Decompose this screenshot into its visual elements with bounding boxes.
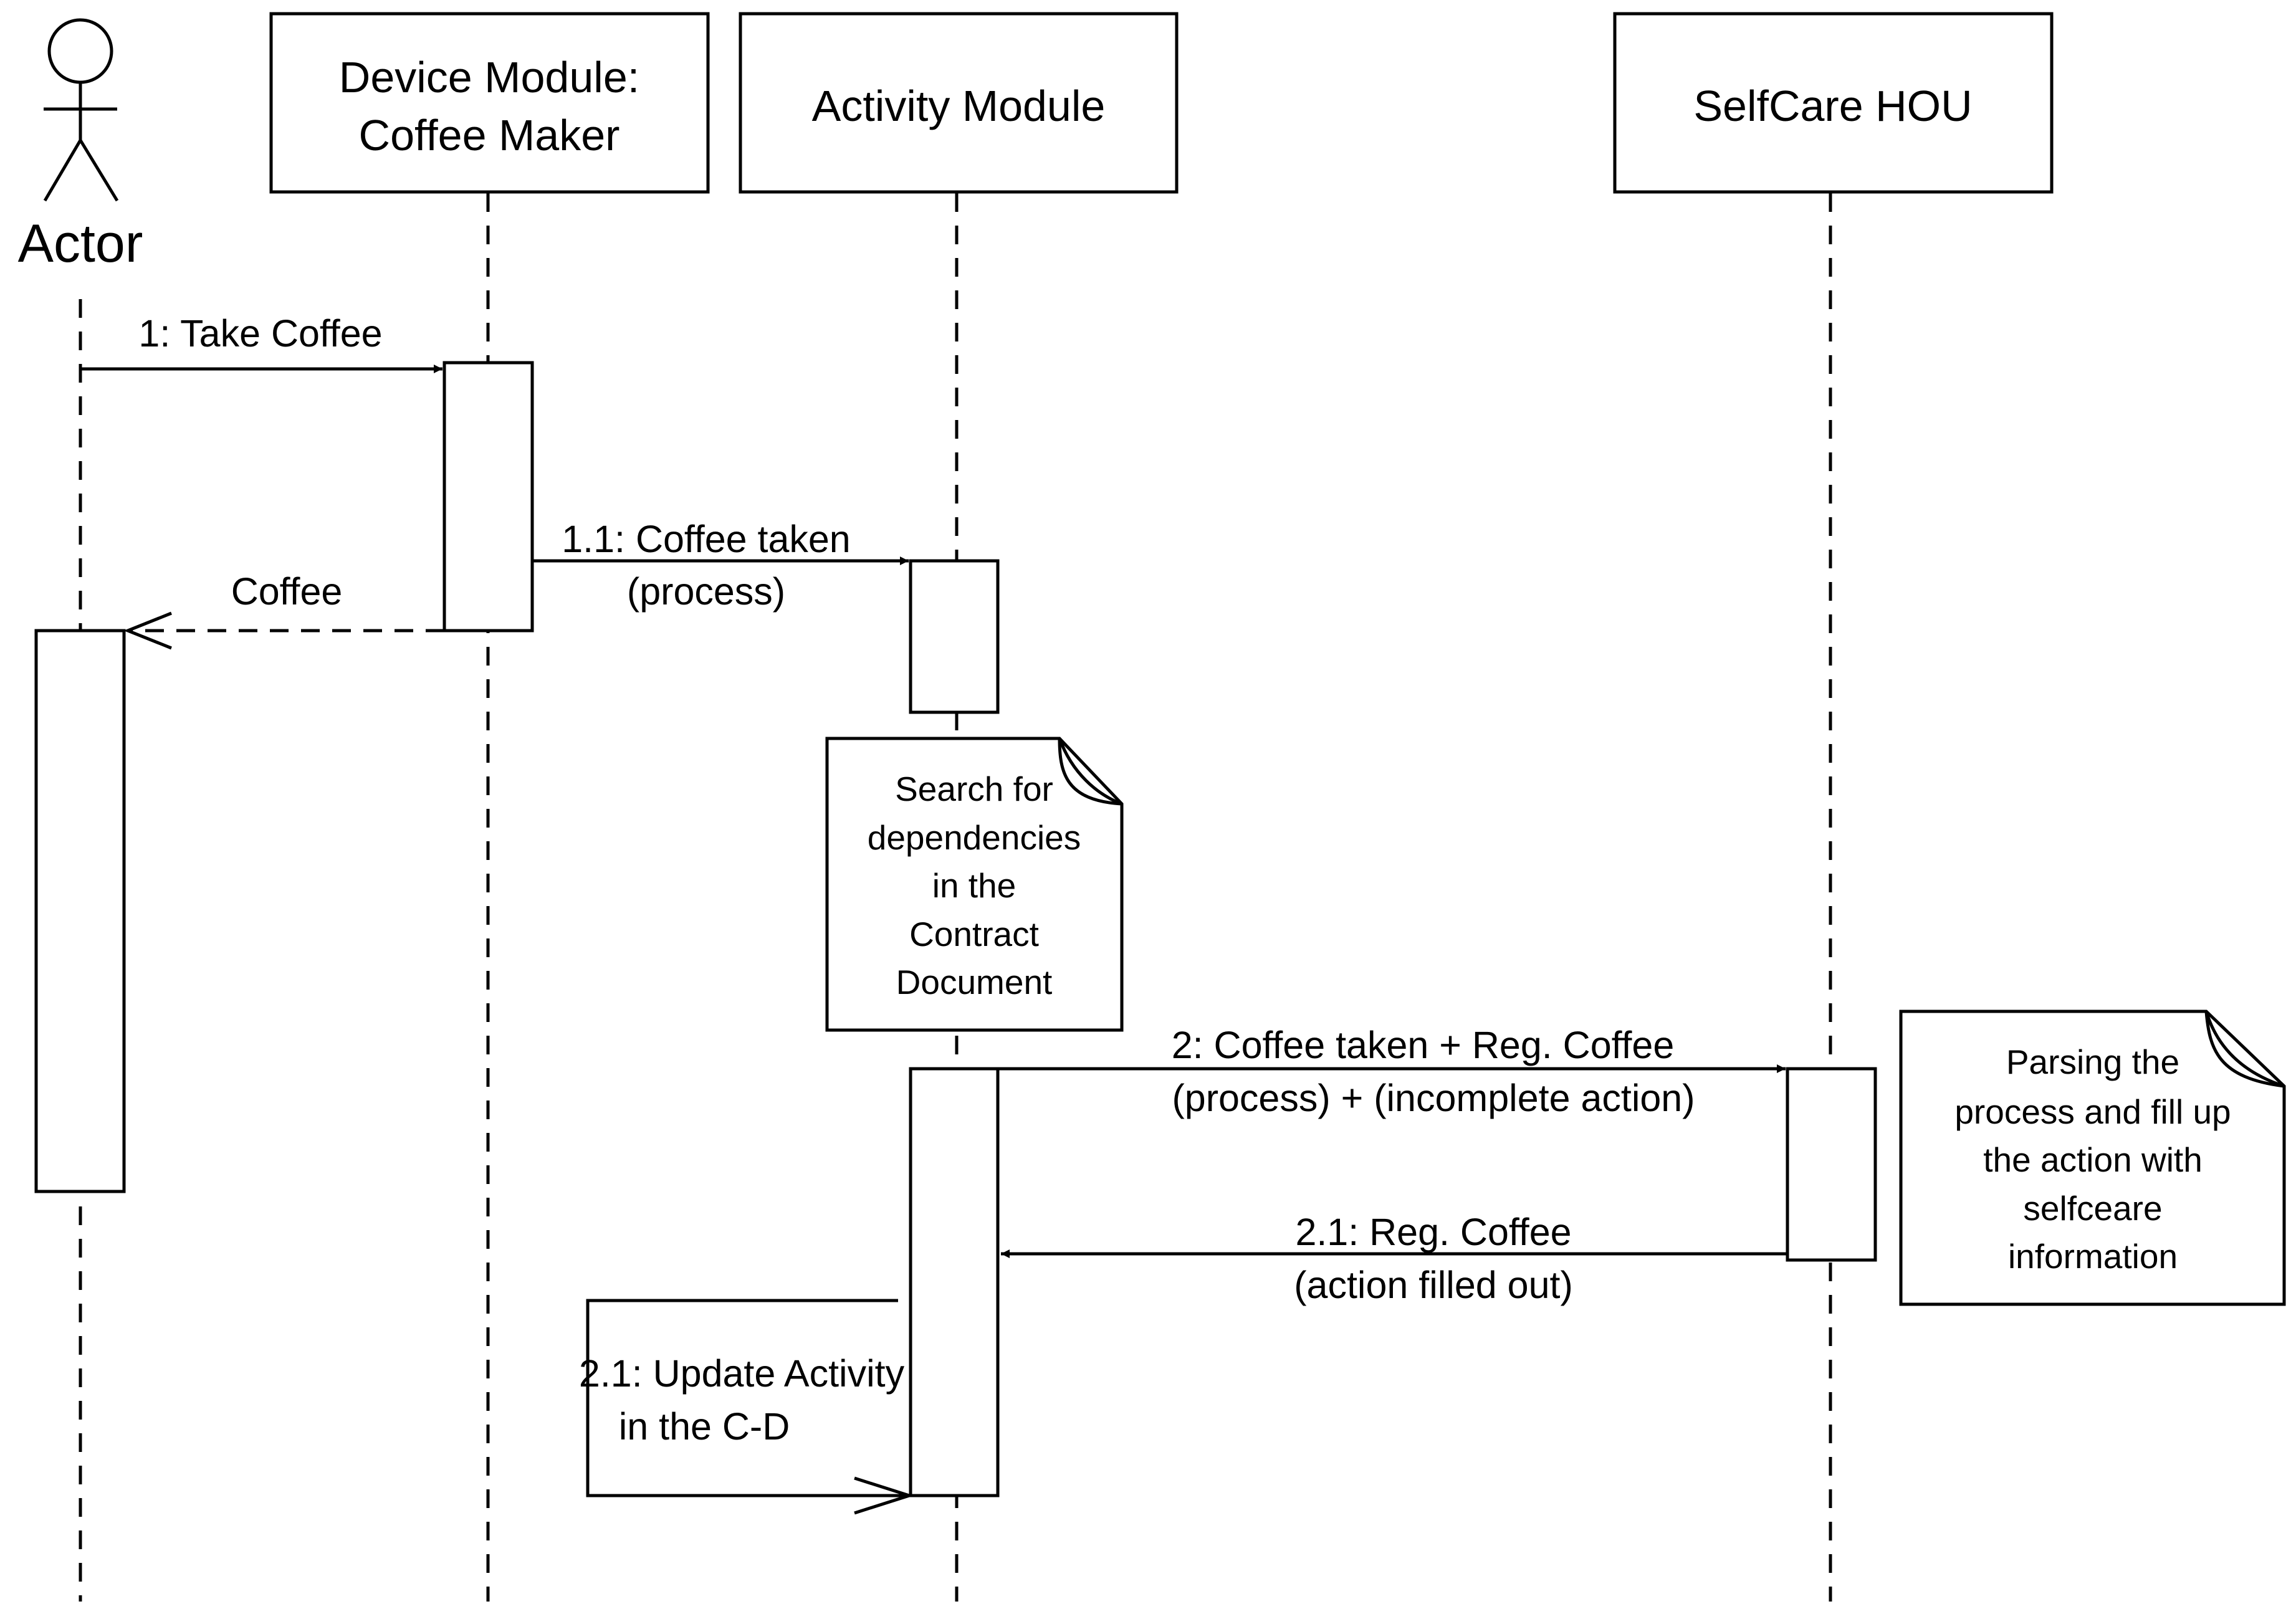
note-parse-line-3: the action with — [1983, 1140, 2203, 1179]
note-search-line-4: Contract — [909, 915, 1039, 953]
participant-device-line-1: Device Module: — [339, 53, 639, 102]
self-message-label-line-1: 2.1: Update Activity — [579, 1352, 905, 1395]
note-parse-line-5: information — [2008, 1237, 2178, 1276]
message-2-label-line-2: (process) + (incomplete action) — [1172, 1077, 1695, 1119]
message-1-1-label-line-2: (process) — [627, 570, 785, 613]
actor-label: Actor — [18, 214, 143, 274]
message-1-1-label-line-1: 1.1: Coffee taken — [562, 518, 851, 560]
activation-device — [442, 361, 534, 633]
note-parse-line-2: process and fill up — [1954, 1092, 2231, 1131]
actor-head — [47, 18, 113, 84]
note-parsing-process: Parsing the process and fill up the acti… — [1899, 1010, 2286, 1306]
note-search-line-3: in the — [932, 866, 1016, 905]
note-search-line-5: Document — [896, 963, 1053, 1001]
activation-selfcare — [1786, 1067, 1877, 1262]
activation-activity-1 — [909, 559, 1000, 714]
return-coffee-arrowhead — [123, 611, 172, 650]
message-2-1-label-line-2: (action filled out) — [1294, 1264, 1573, 1306]
actor-figure — [43, 18, 119, 202]
message-2-1-label-line-1: 2.1: Reg. Coffee — [1295, 1211, 1571, 1253]
participant-activity: Activity Module — [739, 12, 1179, 194]
participant-device: Device Module: Coffee Maker — [269, 12, 710, 194]
note-parse-line-1: Parsing the — [2006, 1043, 2179, 1081]
activation-actor — [34, 629, 126, 1193]
note-search-line-2: dependencies — [868, 818, 1081, 857]
participant-device-line-2: Coffee Maker — [359, 111, 620, 160]
message-1-label: 1: Take Coffee — [138, 312, 382, 355]
note-parse-line-4: selfceare — [2023, 1189, 2162, 1228]
return-coffee-label: Coffee — [231, 570, 343, 613]
participant-selfcare-line-1: SelfCare HOU — [1693, 82, 1972, 130]
activation-activity-2 — [909, 1067, 1000, 1497]
participant-activity-line-1: Activity Module — [812, 82, 1106, 130]
participant-selfcare: SelfCare HOU — [1613, 12, 2054, 194]
note-search-dependencies: Search for dependencies in the Contract … — [825, 737, 1124, 1032]
note-search-line-1: Search for — [895, 770, 1053, 808]
self-message-arrowhead — [854, 1476, 915, 1515]
self-message-line — [586, 1299, 911, 1497]
self-message-label-line-2: in the C-D — [619, 1405, 790, 1448]
message-2-label-line-1: 2: Coffee taken + Reg. Coffee — [1172, 1024, 1675, 1066]
